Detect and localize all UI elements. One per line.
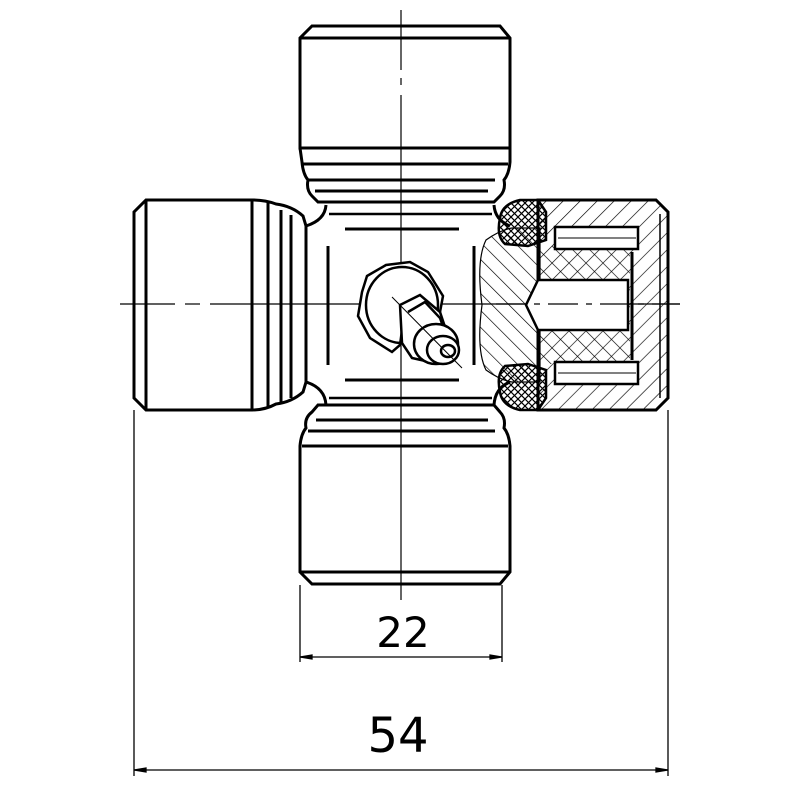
bearing-cup-top	[298, 24, 512, 204]
bearing-cup-right-section	[479, 198, 680, 412]
grease-nipple	[356, 260, 463, 369]
bearing-cup-left	[132, 198, 308, 412]
dimension-22	[299, 585, 503, 662]
bearing-cup-bottom	[298, 403, 512, 586]
dimension-54	[133, 410, 669, 776]
dimension-label-22: 22	[376, 608, 430, 657]
dimension-label-54: 54	[367, 708, 429, 764]
